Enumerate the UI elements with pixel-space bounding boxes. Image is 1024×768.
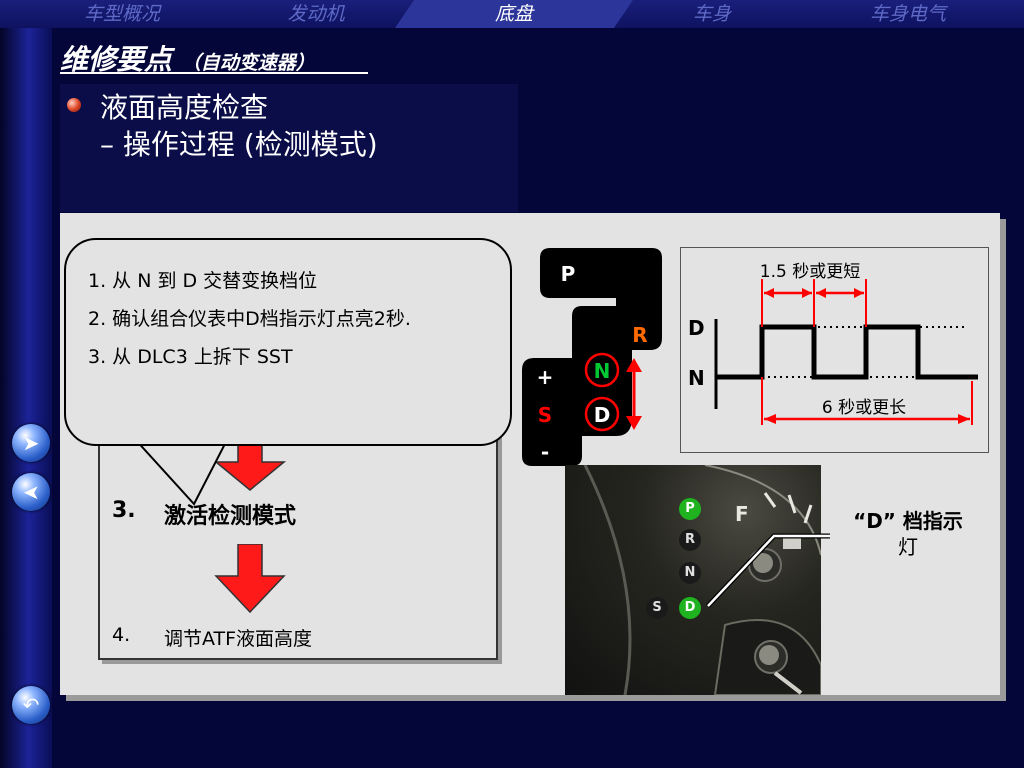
short-duration-label: 1.5 秒或更短 [759, 262, 861, 282]
bullet-icon [67, 98, 81, 112]
indicator-p: P [679, 498, 701, 520]
page-title-text: 维修要点 [60, 43, 173, 76]
signal-d-label: D [688, 316, 705, 340]
page-subtitle: （自动变速器） [181, 52, 315, 74]
callout-tail [134, 438, 230, 506]
tab-body-electrical[interactable]: 车身电气 [869, 3, 946, 25]
indicator-d: D [679, 597, 701, 619]
d-indicator-label-line2: 灯 [898, 535, 918, 559]
gear-minus-label: - [540, 440, 550, 464]
long-duration-label: 6 秒或更长 [821, 398, 907, 418]
tab-vehicle-overview[interactable]: 车型概况 [83, 3, 160, 25]
d-indicator-callout: “D” 档指示 灯 [838, 508, 978, 560]
return-button[interactable]: ↶ [12, 686, 50, 724]
left-rail: ➤ ➤ ↶ [0, 28, 52, 768]
arrow-left-icon: ➤ [22, 480, 40, 504]
callout-bubble [64, 238, 512, 446]
down-arrow-icon [214, 444, 286, 491]
indicator-s: S [646, 597, 668, 619]
gear-p-label: P [560, 262, 576, 286]
step-3-text: 激活检测模式 [164, 504, 297, 529]
return-icon: ↶ [22, 693, 40, 717]
section-heading: 液面高度检查 [100, 91, 269, 124]
heading-panel [60, 84, 518, 212]
arrow-right-icon: ➤ [22, 431, 40, 455]
indicator-pointer-line [706, 533, 830, 608]
step-4-text: 调节ATF液面高度 [164, 628, 313, 650]
indicator-r: R [679, 529, 701, 551]
title-underline [60, 72, 368, 74]
callout-item: 2. 确认组合仪表中D档指示灯点亮2秒. [88, 308, 411, 330]
callout-item: 3. 从 DLC3 上拆下 SST [88, 346, 293, 368]
gear-d-label: D [593, 403, 611, 427]
gear-n-label: N [593, 359, 611, 383]
section-subheading: – 操作过程 (检测模式) [100, 128, 378, 161]
top-nav: 车型概况 发动机 底盘 车身 车身电气 [0, 0, 1024, 28]
cluster-gauge-graphic [583, 465, 821, 695]
fuel-full-label: F [735, 502, 749, 526]
instrument-cluster-photo: P R N S D F [565, 465, 821, 695]
gear-selector-diagram [522, 248, 662, 466]
step-4-number: 4. [112, 624, 131, 646]
tab-body[interactable]: 车身 [692, 3, 731, 25]
signal-n-label: N [688, 366, 705, 390]
d-indicator-label-line1: “D” 档指示 [853, 509, 963, 533]
previous-slide-button[interactable]: ➤ [12, 473, 50, 511]
tab-chassis[interactable]: 底盘 [494, 3, 533, 25]
active-tab-background [395, 0, 633, 28]
gear-plus-label: + [536, 365, 554, 389]
down-arrow-icon [214, 544, 286, 614]
step-3-number: 3. [112, 498, 136, 523]
gear-r-label: R [632, 323, 648, 347]
next-slide-button[interactable]: ➤ [12, 424, 50, 462]
tab-engine[interactable]: 发动机 [287, 3, 345, 25]
callout-item: 1. 从 N 到 D 交替变换档位 [88, 270, 318, 292]
timing-waveform [714, 279, 978, 425]
page-title: 维修要点 （自动变速器） [60, 38, 315, 78]
indicator-n: N [679, 562, 701, 584]
gear-s-label: S [537, 403, 553, 427]
